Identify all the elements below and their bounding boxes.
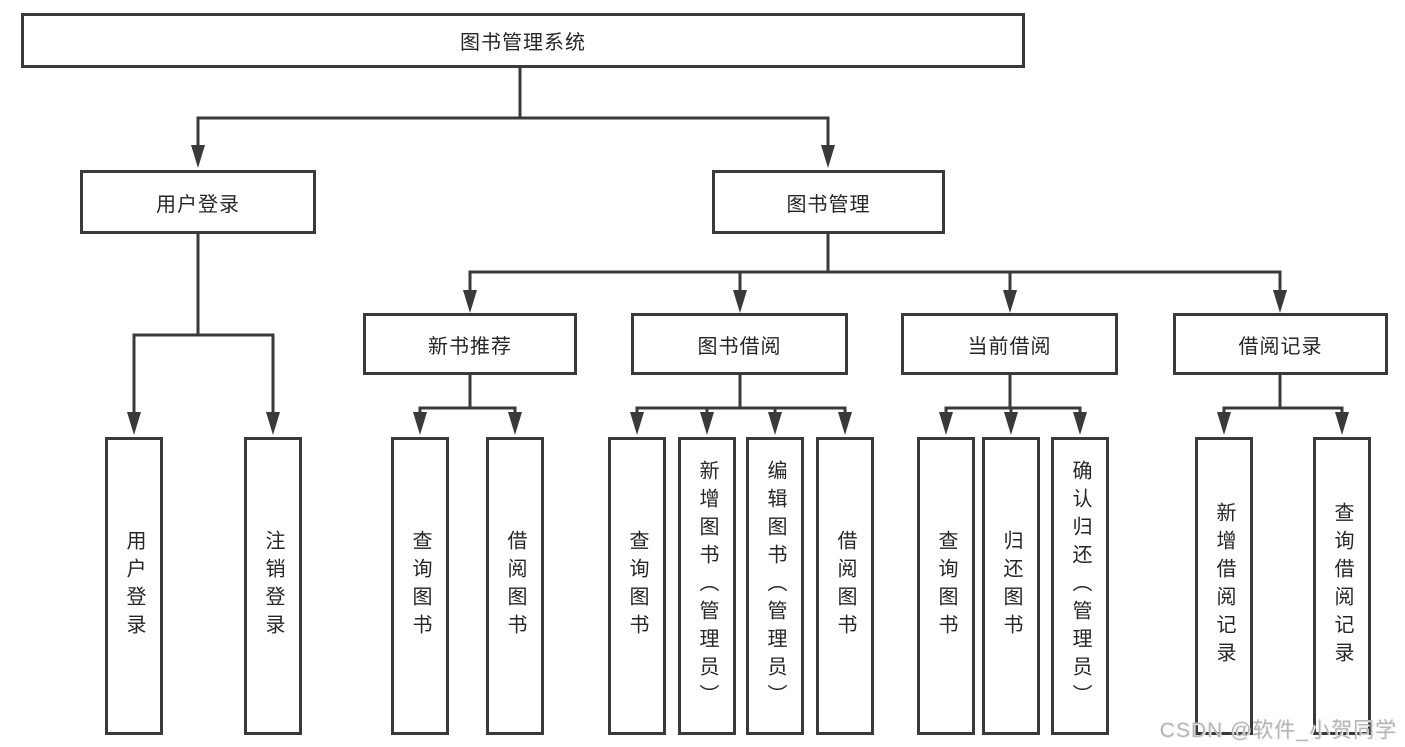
node-root: 图书管理系统 <box>21 13 1025 68</box>
leaf-logout-login: 注销登录 <box>244 437 302 735</box>
node-current-borrow: 当前借阅 <box>901 313 1118 375</box>
node-borrow-records: 借阅记录 <box>1173 313 1388 375</box>
leaf-query-borrow-record: 查询借阅记录 <box>1313 437 1371 735</box>
node-book-manage: 图书管理 <box>712 170 945 234</box>
watermark: CSDN @软件_小贺同学 <box>1159 719 1397 742</box>
leaf-borrow-books-borrow: 借阅图书 <box>816 437 874 735</box>
leaf-return-books: 归还图书 <box>982 437 1040 735</box>
leaf-query-books-recommend: 查询图书 <box>391 437 449 735</box>
node-new-book-recommend: 新书推荐 <box>363 313 577 375</box>
node-user-login: 用户登录 <box>80 170 316 234</box>
leaf-query-books-current: 查询图书 <box>917 437 975 735</box>
leaf-user-login: 用户登录 <box>105 437 163 735</box>
leaf-confirm-return-admin: 确认归还（管理员） <box>1051 437 1109 735</box>
leaf-edit-books-admin: 编辑图书（管理员） <box>746 437 804 735</box>
leaf-query-books-borrow: 查询图书 <box>608 437 666 735</box>
leaf-add-borrow-record: 新增借阅记录 <box>1195 437 1253 735</box>
leaf-add-books-admin: 新增图书（管理员） <box>678 437 736 735</box>
leaf-borrow-books-recommend: 借阅图书 <box>486 437 544 735</box>
node-book-borrow: 图书借阅 <box>631 313 848 375</box>
arrowhead-icons <box>127 145 1349 435</box>
